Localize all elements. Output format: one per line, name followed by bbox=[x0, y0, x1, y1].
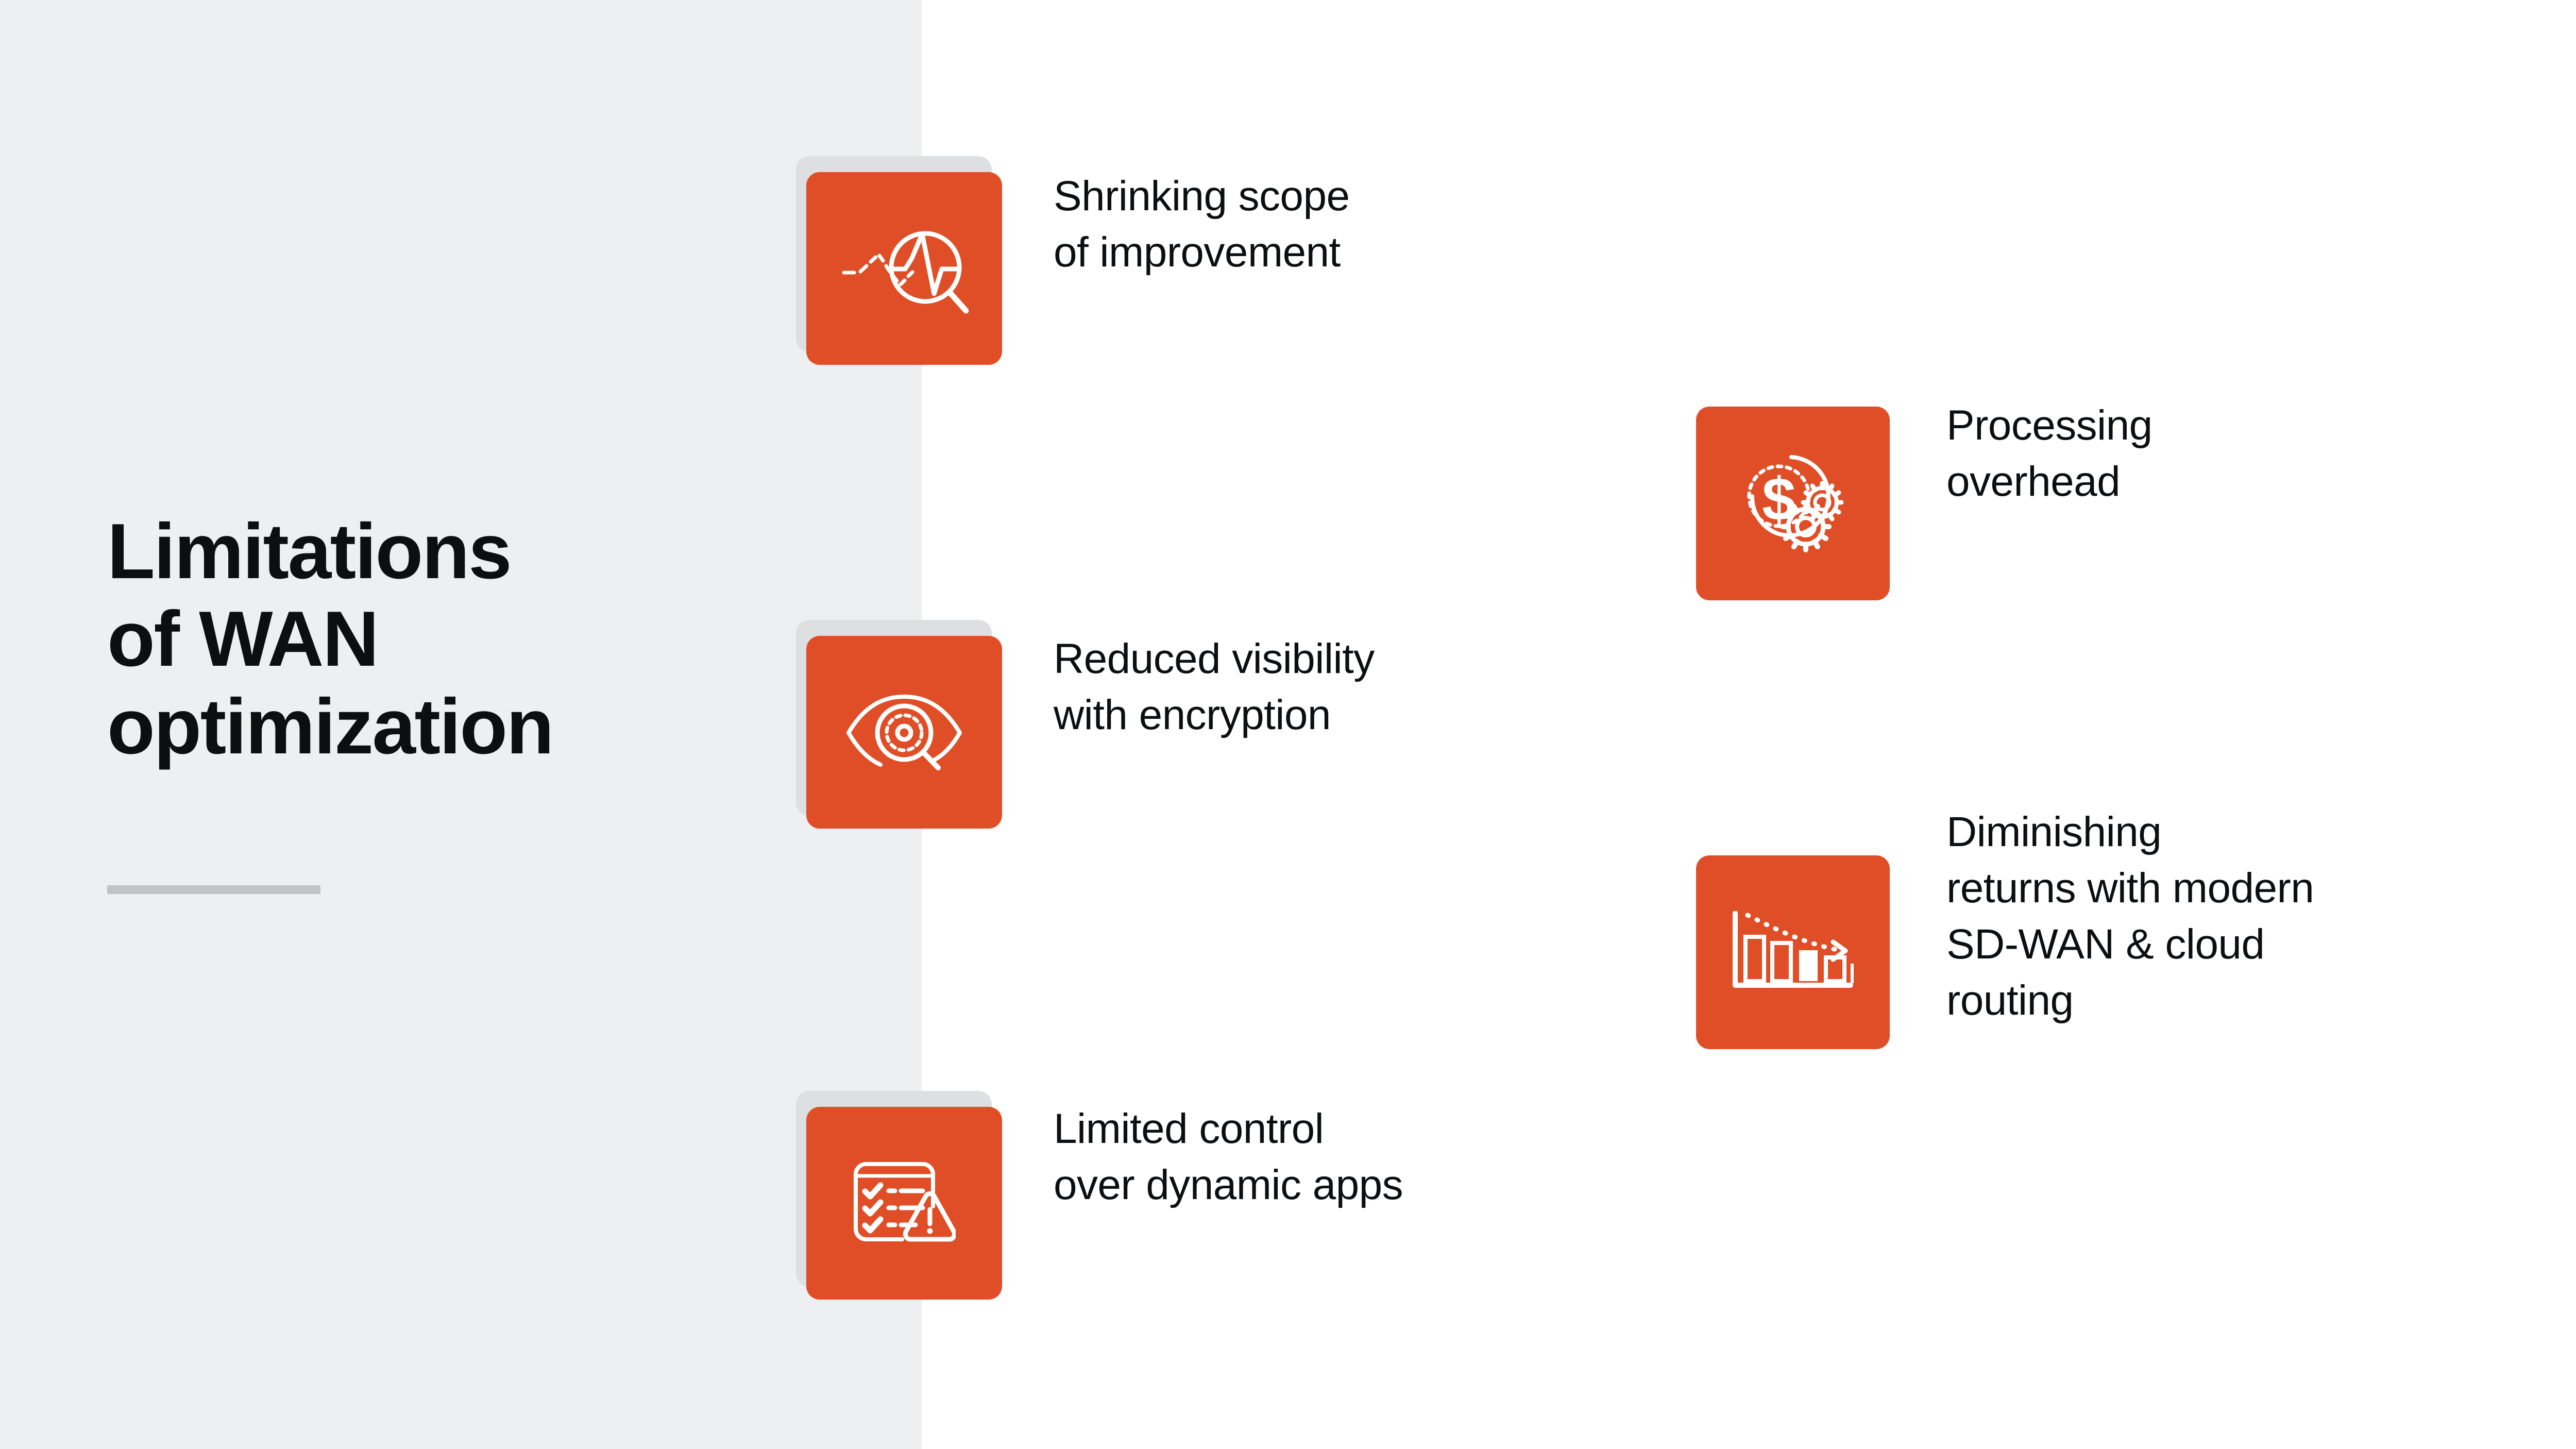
icon-tile[interactable]: $ bbox=[1696, 407, 1890, 600]
eye-magnifier-icon bbox=[846, 694, 962, 771]
list-item-label: Processing overhead bbox=[1946, 402, 2153, 506]
dollar-gears-icon: $ bbox=[1734, 452, 1852, 555]
title-block: Limitations of WAN optimization bbox=[107, 508, 751, 771]
declining-bar-chart-icon bbox=[1732, 911, 1854, 993]
icon-tile[interactable] bbox=[806, 172, 1002, 365]
list-item-label: Shrinking scope of improvement bbox=[1054, 173, 1350, 276]
left-background-panel bbox=[0, 0, 922, 1449]
icon-tile[interactable] bbox=[1696, 855, 1890, 1049]
list-item-label: Limited control over dynamic apps bbox=[1054, 1105, 1403, 1209]
checklist-warning-icon bbox=[853, 1162, 956, 1244]
list-item-label: Reduced visibility with encryption bbox=[1054, 635, 1375, 739]
icon-tile[interactable] bbox=[806, 1107, 1002, 1300]
title-divider-rule bbox=[107, 885, 320, 894]
icon-tile[interactable] bbox=[806, 636, 1002, 829]
magnifier-pulse-icon bbox=[840, 220, 969, 317]
page-title: Limitations of WAN optimization bbox=[107, 508, 554, 771]
list-item-label: Diminishing returns with modern SD-WAN &… bbox=[1946, 808, 2314, 1024]
